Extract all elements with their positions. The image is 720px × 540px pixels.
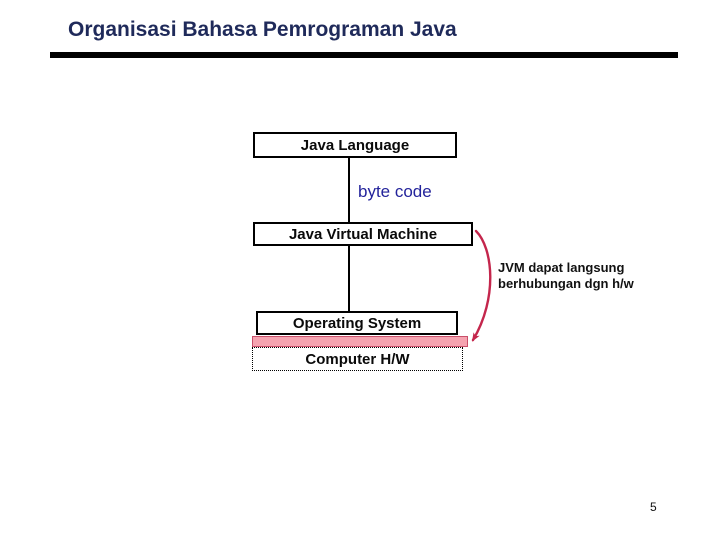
hardware-access-bar: [252, 336, 468, 347]
diagram-box-java-language: Java Language: [253, 132, 457, 158]
computer-hw-label: Computer H/W: [305, 350, 410, 368]
diagram-box-os: Operating System: [256, 311, 458, 335]
byte-code-label: byte code: [358, 182, 432, 201]
curved-arrow-path: [471, 229, 492, 342]
jvm-annotation: JVM dapat langsung berhubungan dgn h/w: [498, 260, 634, 292]
jvm-label: Java Virtual Machine: [288, 225, 438, 243]
jvm-to-hardware-curved-arrow: [471, 229, 492, 342]
jvm-annotation-line1: JVM dapat langsung: [498, 260, 625, 275]
connector-line-jvm-to-os: [348, 246, 350, 311]
jvm-annotation-line2: berhubungan dgn h/w: [498, 276, 634, 291]
diagram-box-jvm: Java Virtual Machine: [253, 222, 473, 246]
title-underline-rule: [50, 52, 678, 58]
os-label: Operating System: [292, 314, 422, 332]
diagram-box-computer-hw: Computer H/W: [252, 347, 463, 371]
slide-title: Organisasi Bahasa Pemrograman Java: [68, 18, 457, 41]
connector-line-java-to-jvm: [348, 158, 350, 222]
java-language-label: Java Language: [300, 136, 410, 154]
page-number: 5: [650, 500, 657, 514]
